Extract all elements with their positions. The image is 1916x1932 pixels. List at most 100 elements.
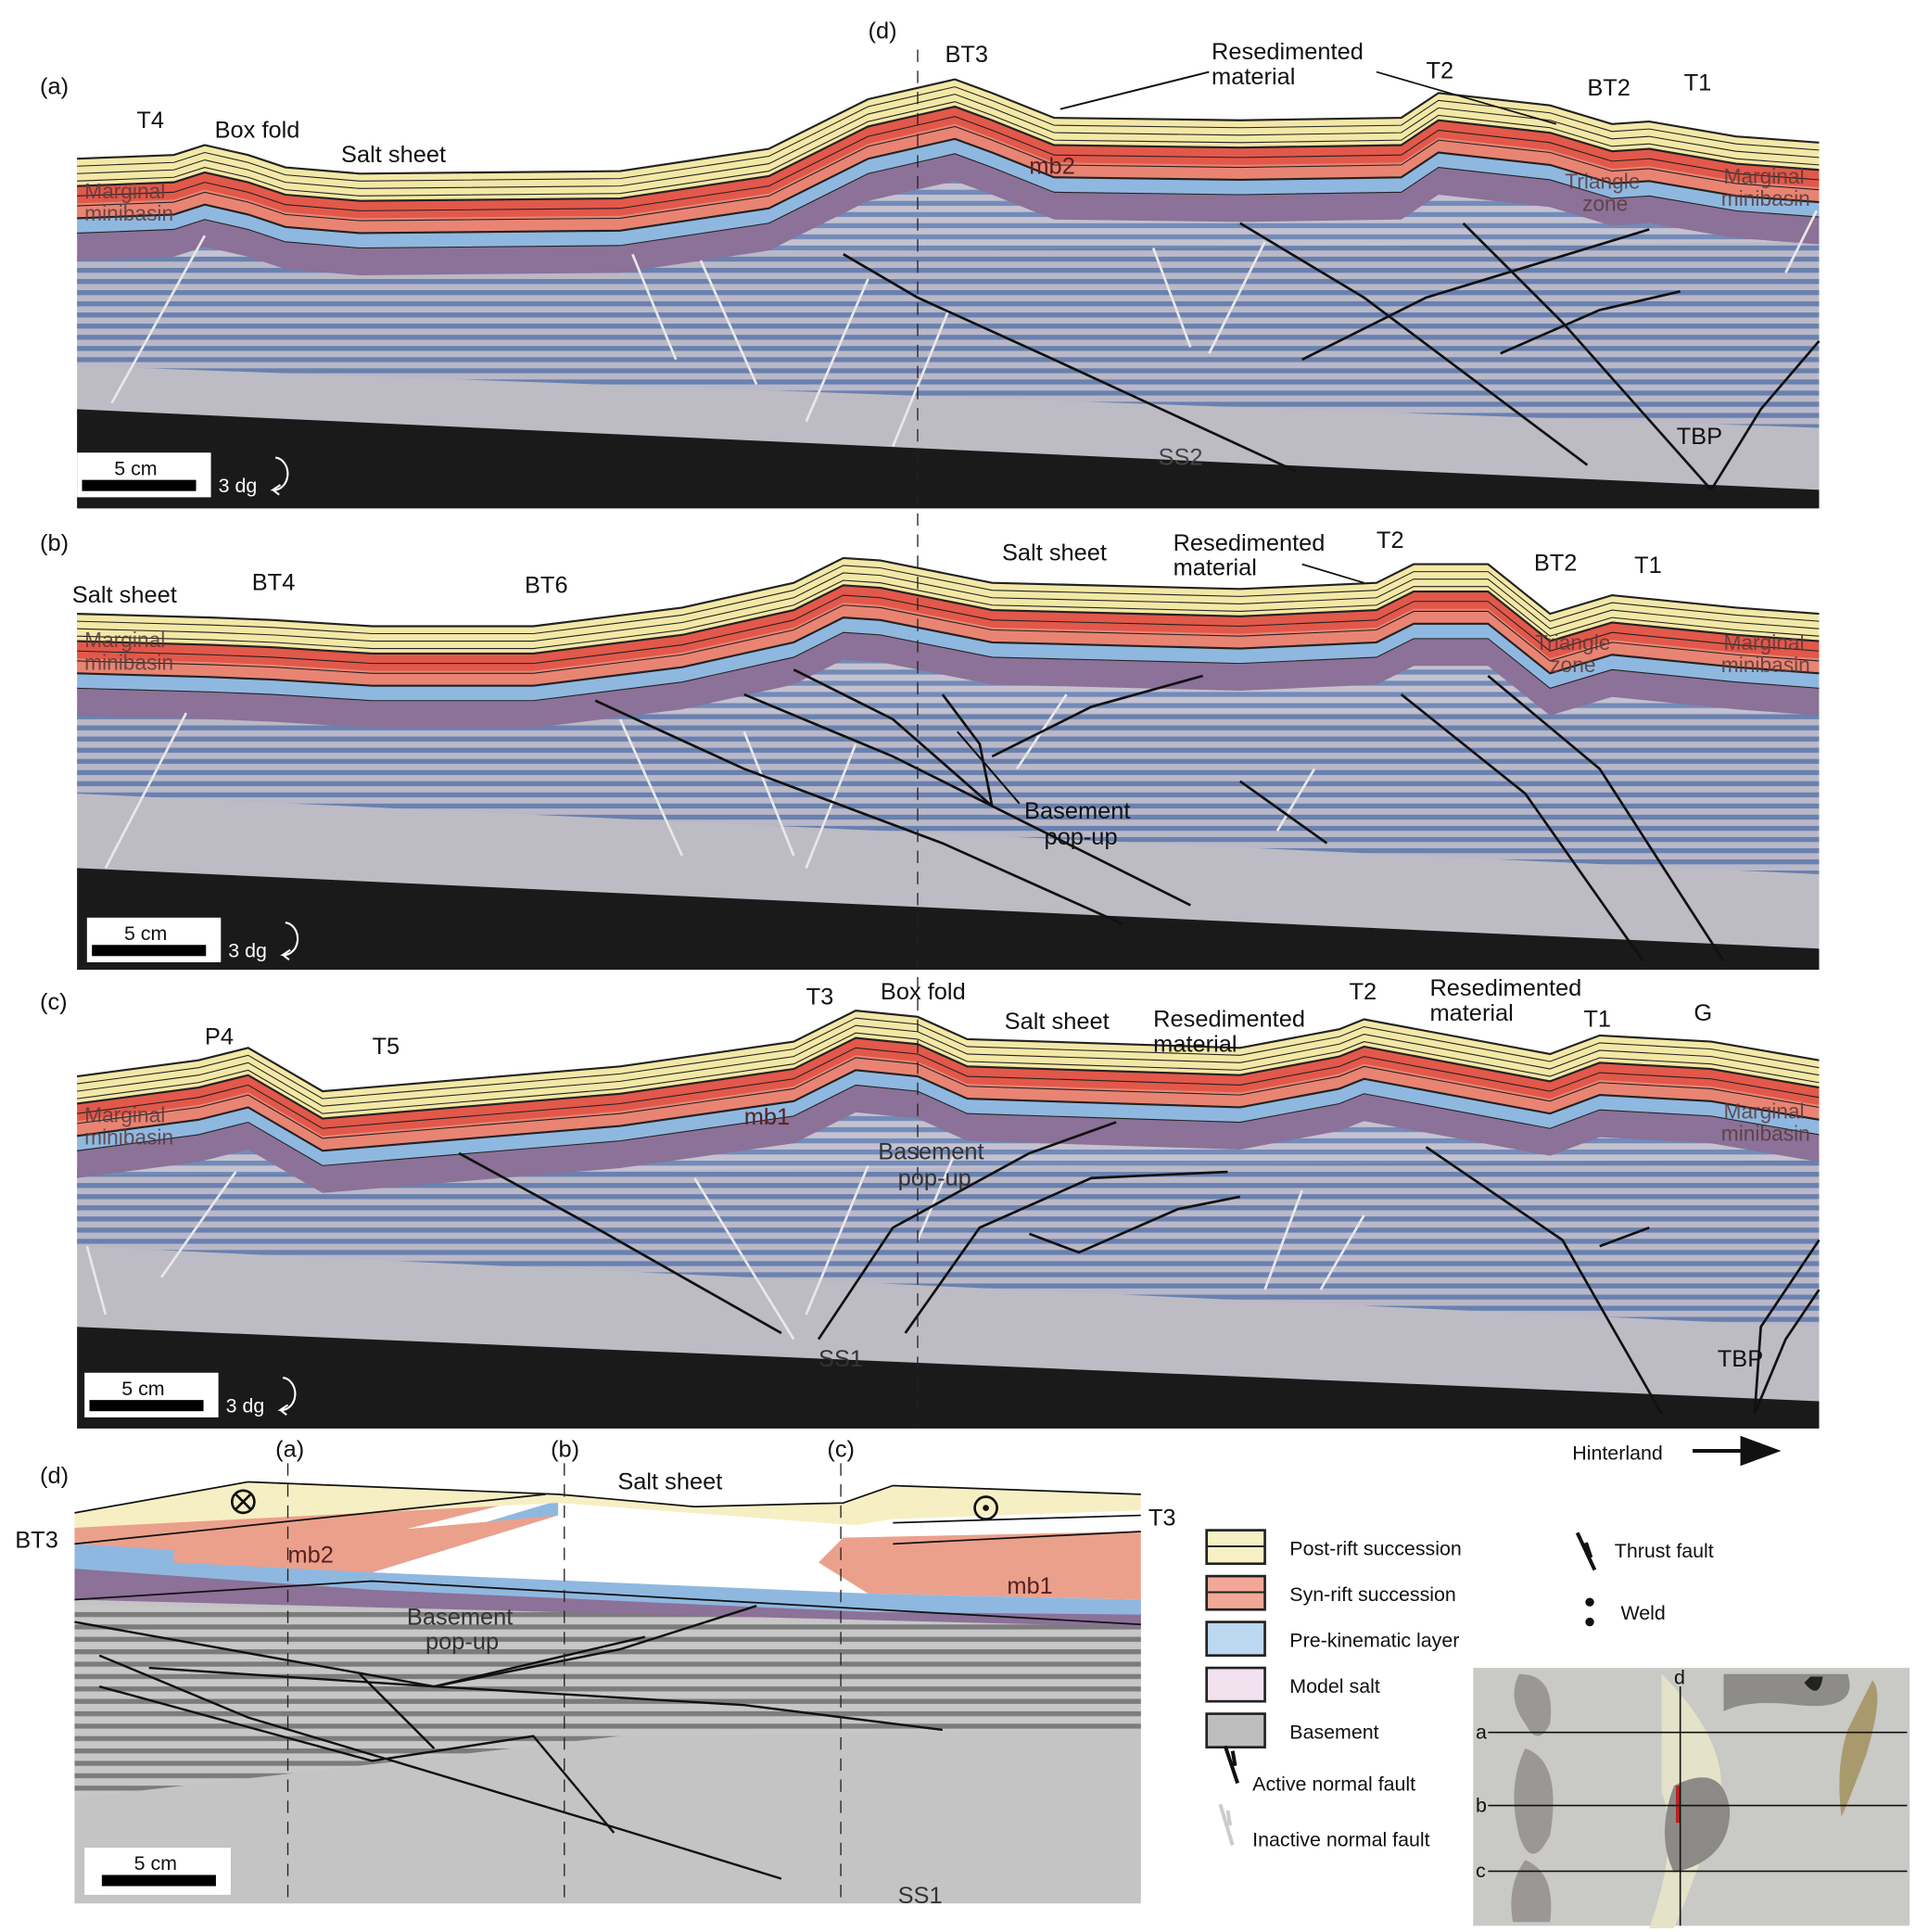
horizon-line — [77, 594, 1820, 665]
hinterland-arrow-icon — [1693, 1435, 1782, 1467]
inactive-normal-fault — [85, 1245, 108, 1316]
label-t2: T2 — [1377, 527, 1404, 553]
legend-weld-label: Weld — [1620, 1602, 1665, 1624]
legend-inactive-label: Inactive normal fault — [1252, 1829, 1429, 1851]
horizon-line — [76, 1010, 1820, 1093]
label-mb1: mb1 — [744, 1104, 790, 1130]
scale-label: 5 cm — [114, 457, 157, 479]
label-marginal-l2: minibasin — [84, 650, 173, 674]
active-fault — [743, 693, 1191, 907]
label-t2: T2 — [1350, 979, 1377, 1005]
legend-item: Post-rift succession — [1205, 1529, 1462, 1566]
label-triangle-1: Triangle — [1565, 169, 1640, 193]
label-resed2-1: Resedimented — [1429, 975, 1581, 1001]
active-fault — [1301, 228, 1650, 362]
label-t1: T1 — [1684, 70, 1712, 96]
legend-swatch — [1205, 1712, 1266, 1749]
inactive-normal-fault — [1319, 1214, 1365, 1290]
active-fault — [1425, 1146, 1663, 1415]
inactive-normal-fault-icon — [1218, 1803, 1235, 1846]
legend-item: Model salt — [1205, 1666, 1380, 1703]
horizon-line — [76, 1069, 1820, 1152]
striped-basement — [77, 175, 1820, 428]
horizon-line — [77, 125, 1820, 222]
horizon-line — [74, 1580, 1141, 1626]
panel-d — [74, 1463, 1141, 1904]
inactive-normal-fault — [159, 1171, 237, 1278]
inactive-normal-fault — [916, 1152, 957, 1241]
model-base — [77, 409, 1820, 509]
inactive-normal-fault — [1784, 210, 1818, 273]
label-t3: T3 — [1148, 1505, 1176, 1531]
panel-c — [76, 1010, 1821, 1429]
rotation-arrow-icon — [270, 456, 289, 496]
legend-swatch — [1205, 1666, 1266, 1703]
horizon-line — [77, 78, 1820, 175]
label-mb2: mb2 — [1029, 153, 1074, 179]
rotation-arrow-icon — [277, 1377, 297, 1417]
label-resed-1: Resedimented — [1212, 39, 1364, 65]
legend-label: Syn-rift succession — [1289, 1583, 1456, 1606]
label-popup-2: pop-up — [898, 1165, 971, 1191]
horizon-line — [77, 556, 1820, 628]
inactive-normal-fault — [805, 278, 869, 423]
label-tbp: TBP — [1718, 1346, 1763, 1372]
scale-bar — [89, 1400, 204, 1412]
label-salt-sheet: Salt sheet — [1005, 1009, 1110, 1035]
hinterland-label: Hinterland — [1572, 1442, 1663, 1464]
panel-d-tag: (d) — [40, 1463, 69, 1489]
scale-label: 5 cm — [121, 1378, 164, 1400]
label-marginal-r2: minibasin — [1721, 186, 1810, 210]
photo-label-a: a — [1476, 1721, 1487, 1743]
horizon-line — [77, 137, 1820, 235]
horizon-line — [77, 572, 1820, 642]
horizon-line — [77, 105, 1820, 202]
horizon-line — [77, 604, 1820, 674]
label-ss1: SS1 — [898, 1883, 943, 1909]
inactive-normal-fault — [110, 235, 207, 404]
horizon-line — [893, 1531, 1141, 1545]
model-base — [77, 868, 1820, 971]
label-marginal-r1: Marginal — [1723, 1099, 1804, 1124]
label-salt-sheet-left: Salt sheet — [72, 582, 177, 608]
post-rift-succession — [77, 557, 1820, 654]
label-t4: T4 — [136, 108, 164, 133]
label-mb1: mb1 — [1007, 1573, 1052, 1599]
active-fault — [1753, 1289, 1821, 1415]
inactive-normal-fault — [742, 731, 795, 857]
thrust-fault — [148, 1666, 943, 1732]
label-marginal-l2: minibasin — [84, 201, 173, 225]
horizon-line — [77, 1032, 1820, 1114]
scale-bar-panel_c: 5 cm3 dg — [84, 1372, 297, 1417]
active-normal-fault-icon — [1223, 1745, 1240, 1785]
horizon-line — [77, 94, 1820, 189]
panel-a — [77, 78, 1821, 509]
active-fault — [1028, 1195, 1241, 1254]
scale-bar-panel_d: 5 cm — [101, 1852, 216, 1887]
label-resed1-2: material — [1153, 1031, 1237, 1057]
inactive-normal-fault — [892, 309, 950, 448]
inactive-normal-fault — [1275, 768, 1316, 832]
scale-box — [84, 1848, 231, 1895]
label-t1: T1 — [1583, 1007, 1611, 1033]
active-fault — [817, 1121, 1117, 1341]
label-bt3: BT3 — [15, 1527, 58, 1553]
weld-icon — [1585, 1597, 1594, 1627]
resed-arrow — [1301, 563, 1364, 584]
inactive-normal-fault — [1151, 248, 1192, 349]
pre-kinematic-layer — [74, 1500, 1141, 1615]
scale-label: 5 cm — [124, 922, 167, 945]
inactive-normal-fault — [1263, 1189, 1303, 1290]
scale-bar-panel_b: 5 cm3 dg — [86, 917, 299, 962]
inactive-normal-fault — [618, 718, 684, 857]
striped-basement — [77, 655, 1820, 875]
panel-b — [77, 556, 1820, 971]
legend-item: Basement — [1205, 1712, 1379, 1749]
label-bt3: BT3 — [945, 42, 988, 68]
rotation-arrow-icon — [280, 922, 299, 961]
label-popup-1: Basement — [1024, 798, 1130, 824]
